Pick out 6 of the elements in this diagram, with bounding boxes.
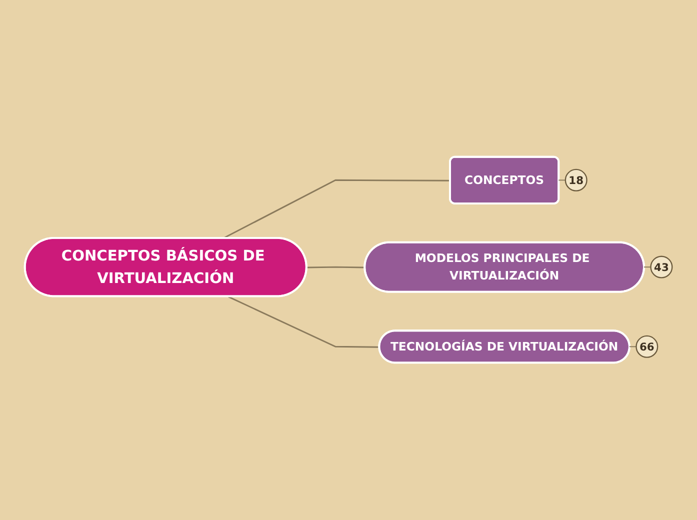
count-badge: 43 [650, 256, 673, 279]
count-badge: 66 [636, 336, 658, 358]
connector [228, 296, 380, 348]
connector [306, 266, 366, 268]
count-badge: 18 [564, 169, 588, 192]
connector [222, 180, 450, 240]
